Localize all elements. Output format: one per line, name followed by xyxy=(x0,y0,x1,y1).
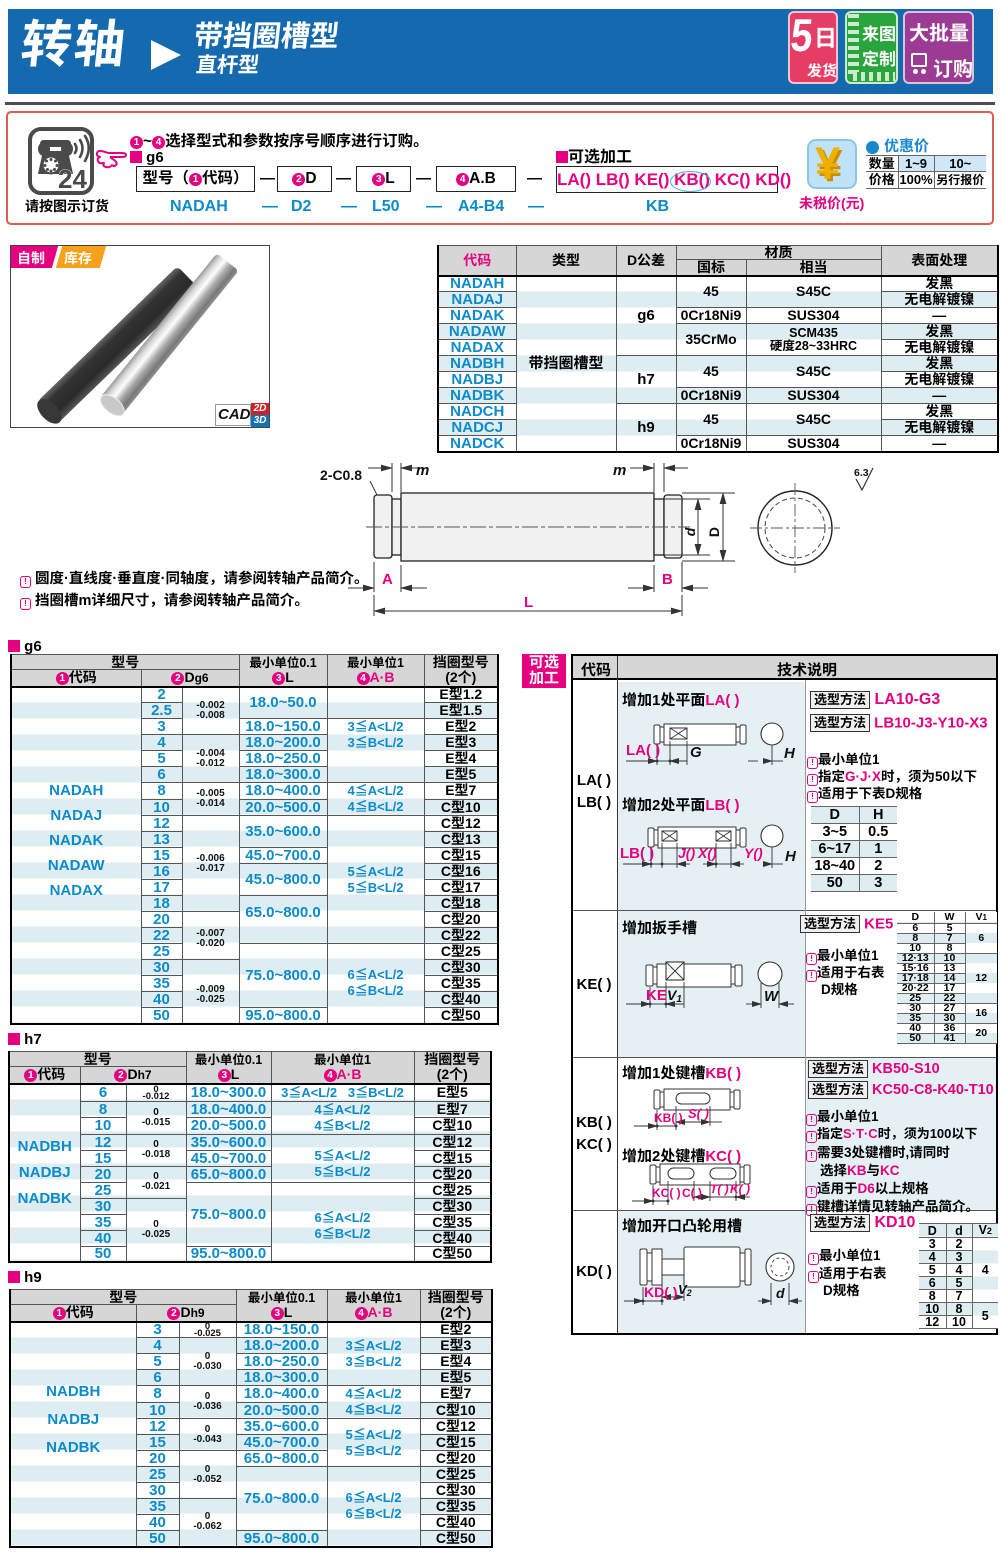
svg-text:m: m xyxy=(613,462,626,479)
svg-text:G: G xyxy=(690,744,702,761)
svg-text:H: H xyxy=(784,745,796,762)
svg-text:d: d xyxy=(776,1285,785,1301)
svg-text:W: W xyxy=(764,988,780,1005)
svg-text:T( ): T( ) xyxy=(710,1182,729,1196)
svg-text:K( ): K( ) xyxy=(730,1182,750,1196)
svg-text:2-C0.8: 2-C0.8 xyxy=(320,467,362,483)
svg-text:B: B xyxy=(662,571,673,588)
svg-text:S( ): S( ) xyxy=(688,1106,709,1121)
svg-text:C( ): C( ) xyxy=(682,1186,702,1200)
svg-text:J(): J() xyxy=(678,845,695,861)
svg-text:24: 24 xyxy=(58,164,87,194)
svg-text:V1: V1 xyxy=(667,987,682,1005)
svg-text:L: L xyxy=(524,594,533,611)
svg-text:LB( ): LB( ) xyxy=(620,845,654,862)
svg-text:KE: KE xyxy=(646,987,667,1004)
svg-text:X(): X() xyxy=(697,845,717,861)
svg-text:KD( ): KD( ) xyxy=(644,1284,677,1300)
svg-text:KB( ): KB( ) xyxy=(654,1111,683,1125)
svg-text:A: A xyxy=(382,571,393,588)
svg-text:d: d xyxy=(682,527,698,536)
svg-text:H: H xyxy=(785,848,797,865)
svg-text:LA( ): LA( ) xyxy=(626,742,660,759)
svg-text:6.3: 6.3 xyxy=(854,467,869,479)
svg-text:D: D xyxy=(706,527,722,537)
svg-text:m: m xyxy=(416,462,429,479)
svg-text:KC( ): KC( ) xyxy=(652,1186,681,1200)
svg-text:Y(): Y() xyxy=(744,845,763,861)
